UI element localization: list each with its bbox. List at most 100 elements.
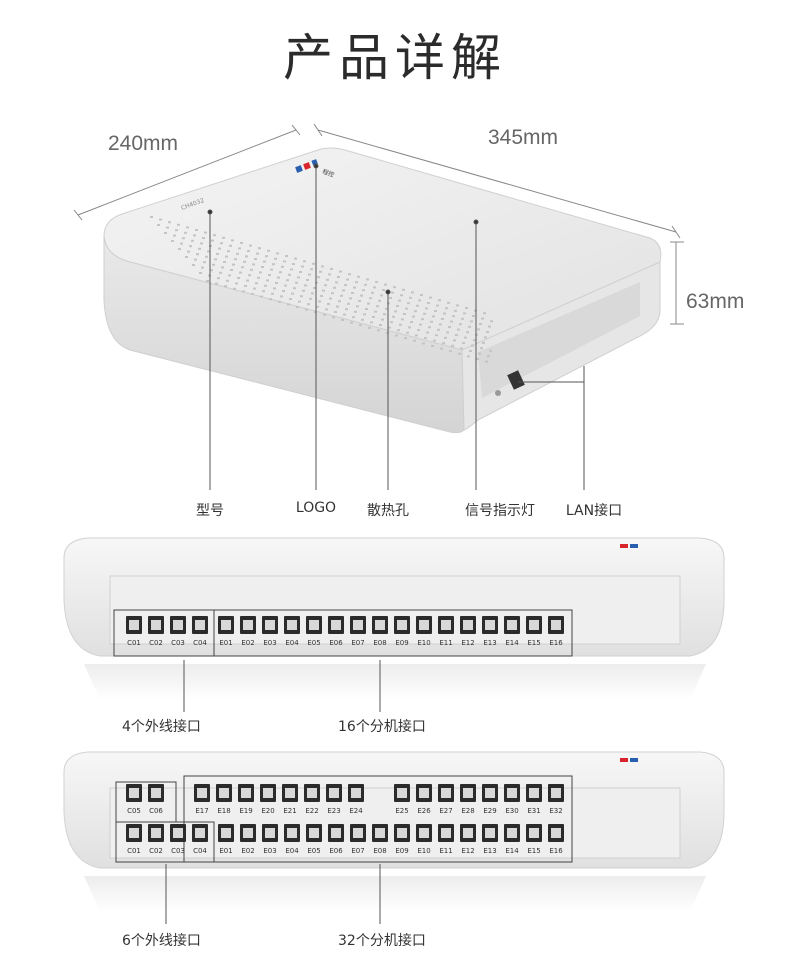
vent-hole — [203, 261, 206, 264]
vent-hole — [302, 289, 305, 292]
port-label: E25 — [395, 807, 408, 815]
vent-hole — [222, 236, 225, 239]
vent-hole — [304, 284, 307, 287]
vent-hole — [287, 303, 290, 306]
port-label: E06 — [329, 847, 343, 855]
port-label: E01 — [219, 639, 232, 647]
vent-hole — [420, 294, 423, 296]
vent-hole — [403, 313, 406, 315]
vent-hole — [311, 292, 314, 295]
vent-hole — [321, 265, 324, 268]
page-title: 产品详解 — [283, 29, 507, 87]
port-label: E04 — [285, 847, 299, 855]
port-label: C01 — [127, 639, 141, 647]
rj11-port: C01 — [126, 616, 142, 647]
port-label: C04 — [193, 847, 207, 855]
vent-hole — [301, 265, 304, 268]
vent-hole — [429, 296, 432, 299]
vent-hole — [472, 315, 475, 317]
vent-hole — [291, 292, 294, 295]
rj11-port: E25 — [394, 784, 410, 815]
vent-hole — [354, 310, 357, 313]
port-label: E02 — [241, 639, 254, 647]
vent-hole — [230, 269, 233, 271]
vent-hole — [432, 315, 435, 318]
vent-hole — [469, 350, 472, 352]
vent-hole — [453, 339, 456, 342]
rj11-port: E04 — [284, 824, 300, 855]
port-label: E05 — [307, 639, 320, 647]
vent-hole — [445, 307, 448, 310]
port-label: C04 — [193, 639, 207, 647]
rj11-port: E15 — [526, 824, 542, 855]
vent-hole — [468, 325, 471, 328]
vent-hole — [439, 323, 442, 326]
rj11-port: E03 — [262, 616, 278, 647]
vent-hole — [342, 289, 345, 292]
vent-hole — [362, 289, 365, 292]
vent-hole — [218, 247, 221, 250]
rj11-port: E02 — [240, 824, 256, 855]
vent-hole — [340, 294, 343, 297]
vent-hole — [413, 339, 416, 342]
vent-hole — [252, 263, 255, 266]
vent-hole — [338, 300, 341, 303]
width-dimension: 345mm — [488, 126, 559, 149]
port-label: E07 — [351, 847, 364, 855]
vent-hole — [327, 303, 330, 305]
vent-hole — [177, 223, 180, 226]
port-label: E16 — [549, 639, 563, 647]
port-label: E24 — [349, 807, 363, 815]
vent-hole — [325, 308, 328, 311]
vent-hole — [449, 350, 452, 353]
vent-hole — [254, 258, 257, 260]
vent-hole — [417, 329, 420, 331]
vent-hole — [289, 298, 292, 300]
vent-hole — [295, 281, 298, 284]
vent-hole — [255, 282, 258, 285]
vent-hole — [461, 317, 464, 320]
vent-hole — [219, 271, 222, 274]
rj11-port: E07 — [350, 616, 366, 647]
port-label: E21 — [283, 807, 296, 815]
power-jack — [495, 390, 501, 396]
vent-hole — [419, 323, 422, 326]
port-label: C03 — [171, 639, 185, 647]
port-label: E28 — [461, 807, 474, 815]
vent-hole — [242, 290, 245, 293]
vent-hole — [396, 305, 399, 307]
vent-hole — [337, 276, 340, 278]
port-label: E14 — [505, 639, 519, 647]
port-label: E20 — [261, 807, 274, 815]
vent-hole — [427, 302, 430, 304]
vent-hole — [232, 263, 235, 266]
vent-hole — [371, 291, 374, 294]
vent-hole — [369, 297, 372, 300]
vent-hole — [345, 308, 348, 311]
vent-hole — [240, 242, 243, 244]
vent-hole — [184, 231, 187, 234]
vent-hole — [193, 234, 196, 237]
vent-hole — [164, 232, 167, 234]
rj11-port: E11 — [438, 616, 454, 647]
vent-hole — [226, 279, 229, 282]
vent-hole — [373, 286, 376, 289]
vent-hole — [259, 271, 262, 274]
vent-hole — [424, 337, 427, 339]
port-label: E31 — [527, 807, 540, 815]
vent-hole — [380, 294, 383, 297]
rj11-port: C02 — [148, 616, 164, 647]
vent-hole — [187, 250, 190, 253]
vent-hole — [402, 288, 405, 291]
rj11-port: E10 — [416, 824, 432, 855]
vent-hole — [477, 328, 480, 331]
vent-hole — [464, 336, 467, 339]
vent-hole — [253, 287, 256, 290]
vent-hole — [280, 295, 283, 298]
vent-hole — [438, 299, 441, 302]
vent-hole — [229, 244, 232, 247]
vent-hole — [473, 339, 476, 342]
vent-hole — [166, 226, 169, 229]
port-label: C06 — [149, 807, 163, 815]
vent-hole — [180, 242, 183, 245]
